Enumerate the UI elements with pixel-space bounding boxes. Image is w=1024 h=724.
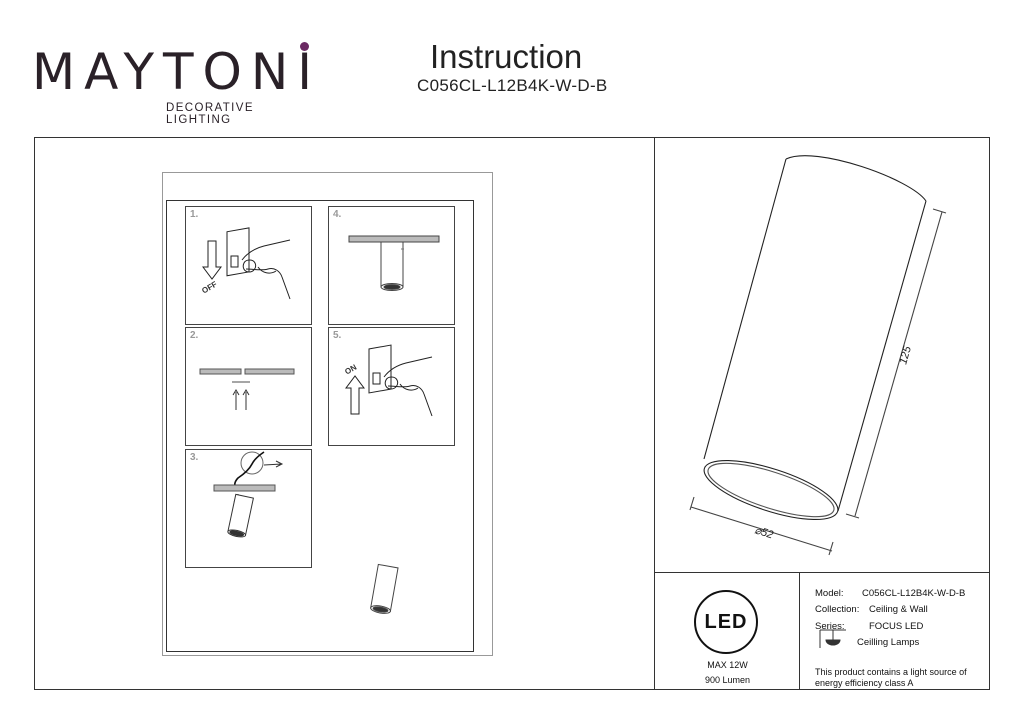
step-3-panel: 3. — [185, 449, 312, 568]
led-badge: LED — [694, 590, 758, 654]
ceiling-hole-illustration — [199, 368, 295, 410]
lamp-dimension-drawing: 125 ⌀52 — [689, 155, 947, 556]
brand-logo: MAYTONI DECORATIVE LIGHTING — [32, 42, 317, 126]
switch-off-illustration: OFF — [200, 227, 291, 300]
lamp-opening-outer — [703, 460, 839, 520]
step-number: 2. — [190, 330, 199, 341]
dim-diameter-label: ⌀52 — [753, 524, 775, 541]
brand-name: MAYTONI — [32, 43, 322, 101]
spec-model-value: C056CL-L12B4K-W-D-B — [862, 588, 966, 599]
switch-on-label: ON — [343, 363, 358, 377]
led-power: MAX 12W — [707, 660, 748, 670]
brand-dot — [300, 42, 309, 51]
step-5-panel: 5. ON — [328, 327, 455, 446]
spec-series-label: Series: — [815, 621, 845, 632]
dim-height-ext-bottom — [845, 513, 860, 519]
ceiling-lamp-icon — [819, 629, 846, 648]
dim-diam-ext-left — [689, 496, 695, 511]
switch-on-illustration: ON — [343, 344, 433, 417]
step-number: 4. — [333, 209, 342, 220]
led-lumen: 900 Lumen — [704, 675, 751, 685]
frame-divider-horizontal — [654, 572, 990, 574]
document-title: Instruction — [430, 38, 583, 75]
content-frame — [34, 137, 990, 690]
step-number: 5. — [333, 330, 342, 341]
step-number: 3. — [190, 452, 199, 463]
spec-collection-label: Collection: — [815, 604, 860, 615]
dim-height-ext-top — [932, 208, 947, 214]
step-1-panel: 1. OFF — [185, 206, 312, 325]
frame-divider-vertical — [654, 137, 656, 690]
dim-diam-line — [690, 506, 833, 552]
switch-off-label: OFF — [200, 280, 218, 296]
spec-divider-vertical — [799, 572, 801, 690]
lamp-right-edge — [837, 200, 927, 512]
document-model: C056CL-L12B4K-W-D-B — [417, 76, 608, 95]
spec-energy-note-1: This product contains a light source of — [815, 667, 967, 677]
spec-energy-note-2: energy efficiency class A — [815, 678, 914, 688]
loose-lamp-illustration — [370, 563, 399, 614]
arrow-down-icon — [202, 240, 222, 280]
led-badge-text: LED — [704, 610, 748, 633]
lamp-opening-inner — [707, 462, 835, 518]
wiring-illustration — [213, 451, 284, 538]
step-number: 1. — [190, 209, 199, 220]
dim-diam-ext-right — [828, 541, 834, 556]
lamp-left-edge — [703, 158, 787, 460]
step-4-panel: 4. — [328, 206, 455, 325]
instruction-sheet-border — [166, 200, 474, 652]
mounted-lamp-illustration — [348, 235, 440, 291]
spec-series-value: FOCUS LED — [869, 621, 924, 632]
spec-model-label: Model: — [815, 588, 844, 599]
instruction-sheet — [162, 172, 493, 656]
brand-tagline: DECORATIVE LIGHTING — [166, 102, 254, 126]
dim-height-label: 125 — [897, 344, 914, 366]
dim-height-line — [854, 211, 943, 517]
spec-type-value: Ceilling Lamps — [857, 637, 920, 648]
step-2-panel: 2. — [185, 327, 312, 446]
arrow-up-icon — [345, 375, 365, 415]
spec-collection-value: Ceiling & Wall — [869, 604, 928, 615]
lamp-top-edge — [785, 155, 927, 202]
